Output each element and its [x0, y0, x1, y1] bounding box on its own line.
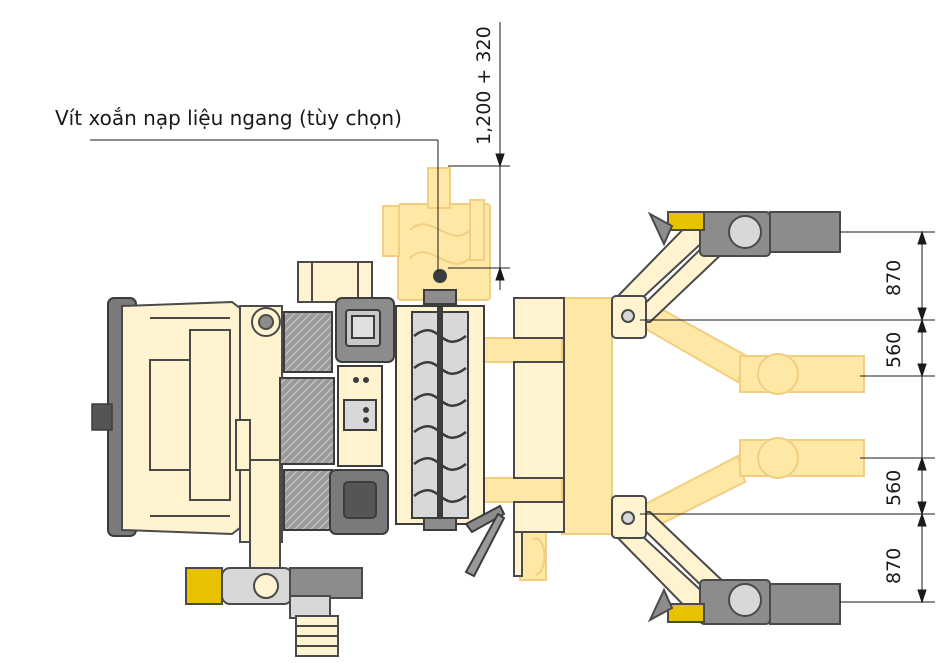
ghost-frame-and-arms	[469, 297, 865, 535]
outrigger-arm-lower	[611, 495, 841, 625]
rear-crawler-and-ladder	[185, 459, 363, 657]
extension-dimension	[448, 22, 510, 290]
dimension-label-2: 560	[883, 332, 905, 368]
ghost-extended-feeder	[382, 167, 547, 581]
dimension-label-1: 870	[883, 260, 905, 296]
chassis-extension	[513, 297, 565, 577]
dimension-label-3: 560	[883, 470, 905, 506]
extension-dimension-label: 1,200 + 320	[473, 26, 495, 145]
engine-body	[121, 300, 246, 536]
dimension-lines-right	[640, 230, 935, 604]
operator-control-panel	[329, 297, 395, 535]
feeder-label-leader	[90, 139, 439, 272]
feeder-label: Vít xoắn nạp liệu ngang (tùy chọn)	[55, 106, 402, 130]
walkway-plates	[279, 311, 335, 531]
horizontal-auger-feeder	[395, 269, 506, 578]
outrigger-arm-upper	[611, 210, 841, 339]
dimension-label-4: 870	[883, 548, 905, 584]
